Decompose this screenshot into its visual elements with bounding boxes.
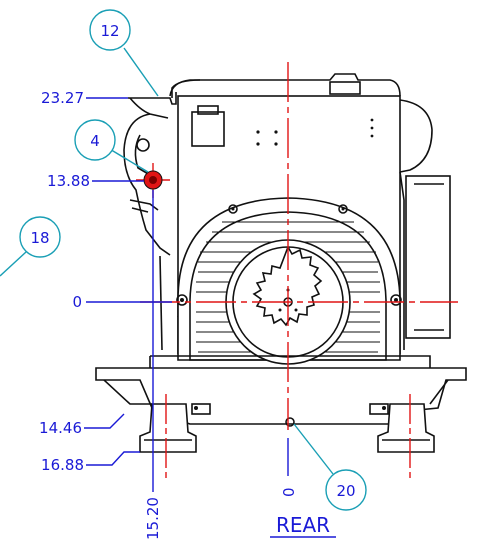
dim-vert0-label: 0 xyxy=(280,487,298,497)
dim-top-label: 23.27 xyxy=(41,89,84,107)
dimension-lines xyxy=(84,97,289,492)
isolator-foot-left xyxy=(139,403,197,453)
callout-18: 18 xyxy=(0,216,61,277)
centerlines xyxy=(136,62,458,478)
callout-18-number: 18 xyxy=(30,229,49,247)
callout-20-number: 20 xyxy=(336,482,355,500)
dim-hole-label: 13.88 xyxy=(47,172,90,190)
callout-4-number: 4 xyxy=(90,132,100,150)
dim-center-label: 0 xyxy=(72,293,82,311)
callout-20: 20 xyxy=(293,423,367,511)
dim-base2-label: 16.88 xyxy=(41,456,84,474)
isolator-foot-right xyxy=(377,403,435,453)
callout-12: 12 xyxy=(89,9,159,97)
view-caption: REAR xyxy=(276,513,330,537)
callout-4: 4 xyxy=(74,119,149,173)
callout-12-number: 12 xyxy=(100,22,119,40)
dim-base1-label: 14.46 xyxy=(39,419,82,437)
dim-vert-label: 15.20 xyxy=(144,497,162,540)
